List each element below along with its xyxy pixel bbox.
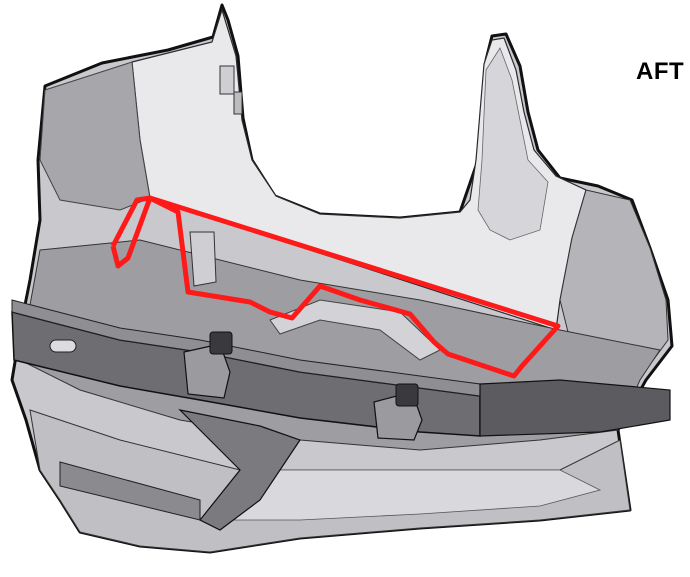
rear-quarter-inner-panel	[39, 7, 669, 379]
panel-shadow-band	[477, 47, 549, 241]
hinge-tab	[219, 65, 235, 95]
support-bracket-inner	[189, 231, 217, 287]
crossmember-slot	[49, 339, 77, 353]
highlighted-bracket-outline	[110, 195, 561, 379]
highlight-path	[110, 195, 153, 269]
highlight-path-main	[148, 195, 561, 379]
floor-shadow	[219, 469, 602, 521]
raised-floor-rib	[269, 299, 441, 361]
bracket-right-bolt	[395, 383, 419, 407]
diagonal-brace	[178, 409, 301, 531]
mount-bracket-right	[373, 383, 423, 441]
aft-direction-label: AFT	[636, 58, 685, 85]
bracket-left-bolt	[209, 331, 233, 355]
lower-strut	[59, 461, 201, 521]
mount-bracket-left	[183, 331, 233, 399]
hinge-pin	[233, 91, 243, 115]
rail-lower	[479, 379, 671, 437]
